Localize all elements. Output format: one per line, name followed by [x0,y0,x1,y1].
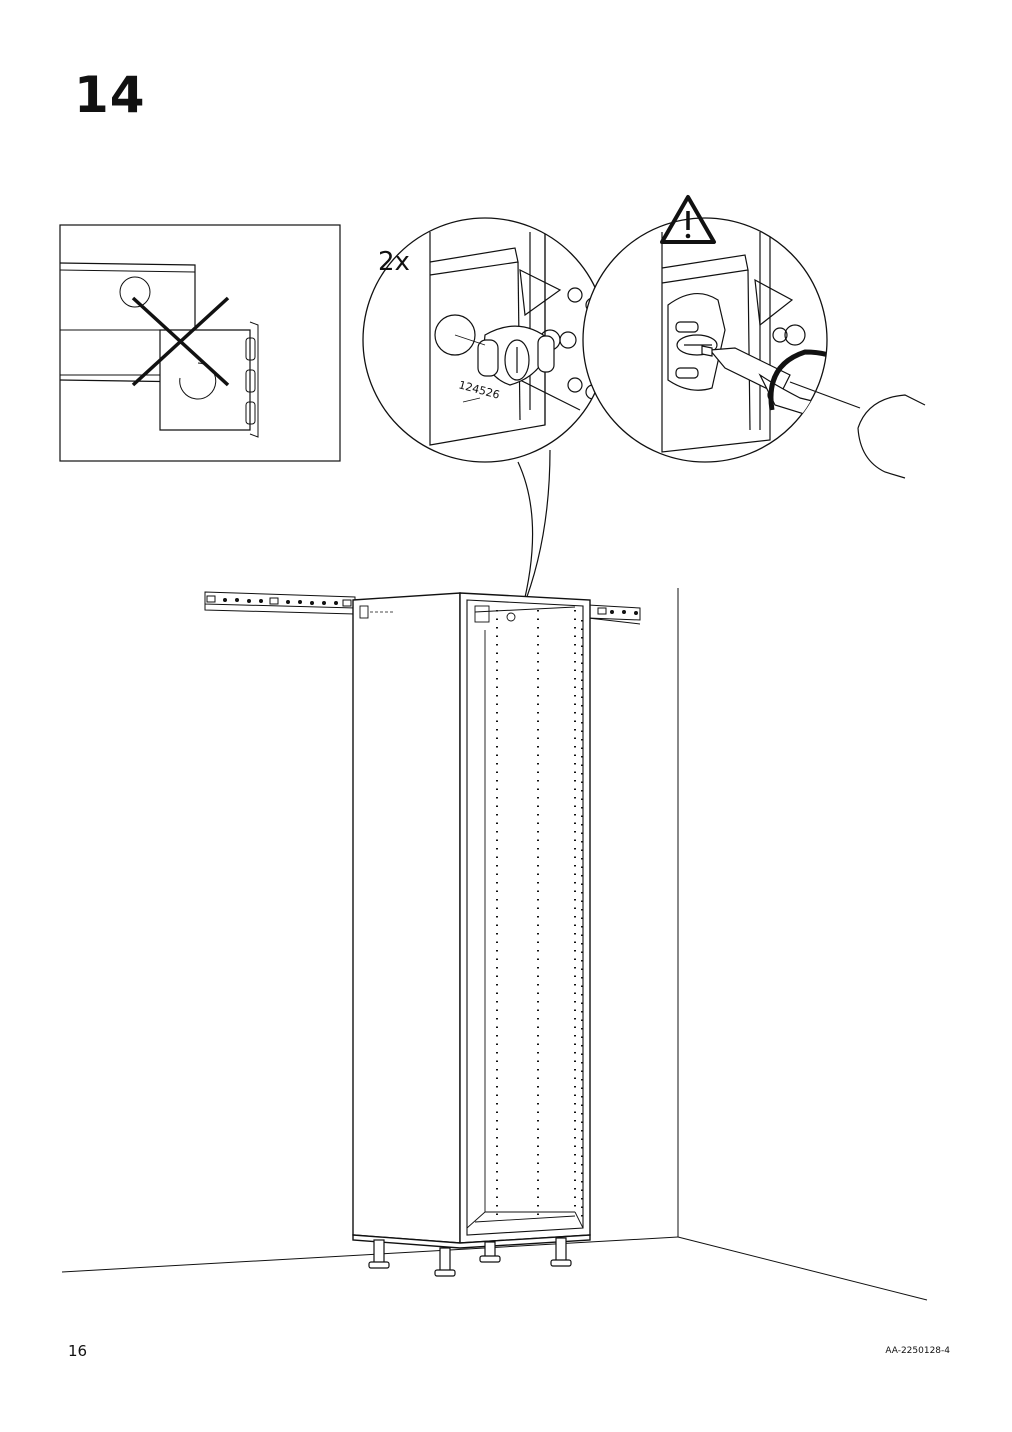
cabinet-frame [352,592,591,1249]
document-code: AA-2250128-4 [885,1346,950,1356]
do-not-cross-icon [131,296,230,387]
page-number: 16 [68,1342,88,1360]
rotate-arrow-icon [768,349,827,411]
step-number: 14 [74,66,146,124]
cabinet-legs [368,1237,572,1277]
warning-triangle-icon [660,195,716,244]
room-lines [61,588,928,1301]
detail-circle-right [582,217,926,479]
wrong-method-inset [59,224,341,462]
callout-pointer [517,449,551,611]
quantity-label: 2x [378,247,410,277]
